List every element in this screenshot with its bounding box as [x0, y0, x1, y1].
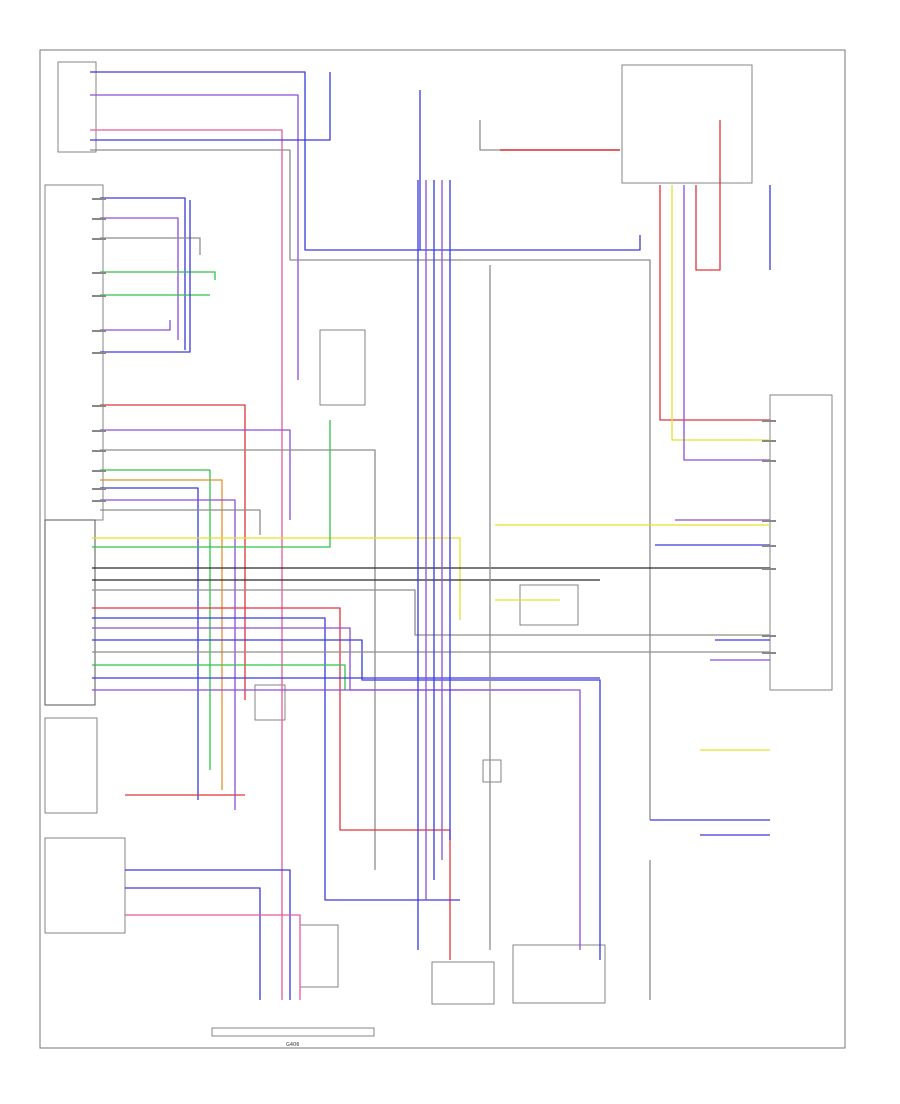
diagram-border — [39, 49, 846, 1049]
pin-stub-0 — [92, 198, 106, 200]
wire-violet-cs-2 — [100, 320, 171, 331]
pin-stub-11 — [92, 488, 106, 490]
ground-label: G406 — [286, 1042, 299, 1048]
fuse-block-top-left — [57, 61, 97, 153]
pin-stub-2 — [92, 238, 106, 240]
wire-gray-mid-2 — [100, 509, 261, 535]
pin-stub-6 — [92, 352, 106, 354]
engine-ecu-connector — [431, 961, 495, 1005]
pin-stub-7 — [92, 405, 106, 407]
wire-violet-mid-1 — [100, 429, 291, 520]
wire-violet-cs-1 — [100, 217, 179, 340]
wire-red-right-2 — [695, 120, 721, 271]
cruise-control-ecu — [44, 519, 96, 706]
pin-stub-8 — [92, 430, 106, 432]
pin-stub-1 — [92, 218, 106, 220]
wire-blue-actuator-2 — [125, 887, 261, 1000]
pin-stub-13 — [762, 420, 776, 422]
wire-red-ecu — [92, 607, 451, 960]
clutch-switch-box — [44, 717, 98, 814]
cancel-switch — [519, 584, 579, 626]
wire-red-mid-1 — [100, 404, 246, 700]
wire-violet-mid-2 — [100, 499, 236, 810]
shift-lock-relay — [319, 329, 366, 406]
wire-green-ecu — [92, 420, 331, 548]
pin-stub-4 — [92, 295, 106, 297]
wire-gray-ecu-1 — [92, 589, 770, 636]
wire-gray-top — [90, 149, 651, 820]
wire-gray-mid-1 — [100, 449, 376, 870]
wire-green-cs-1 — [100, 271, 216, 280]
wire-layer — [90, 71, 771, 1000]
wire-blue-ecu-1 — [92, 617, 460, 901]
wire-blue-mid-1 — [100, 487, 199, 800]
wire-yellow-right — [671, 185, 770, 441]
wire-blue-actuator-1 — [125, 869, 291, 1000]
pin-stub-15 — [762, 460, 776, 462]
pin-stub-14 — [762, 440, 776, 442]
wire-violet-ecu-1 — [92, 627, 581, 950]
pin-stub-9 — [92, 450, 106, 452]
actuator-box — [44, 837, 126, 934]
wire-orange-mid-1 — [100, 479, 223, 790]
component-boxes — [44, 61, 833, 1037]
pin-stub-5 — [92, 330, 106, 332]
wire-blue-ecu-2 — [92, 639, 601, 960]
wire-blue-top-2 — [90, 72, 331, 141]
ecu-right — [769, 394, 833, 691]
pin-stub-12 — [92, 500, 106, 502]
wire-violet-right — [683, 185, 770, 461]
wire-yellow-ecu — [92, 537, 461, 620]
pin-stub-16 — [762, 520, 776, 522]
wire-pink-actuator — [125, 914, 301, 1000]
speed-sensor — [482, 759, 502, 783]
label-layer — [92, 198, 776, 654]
pin-stub-10 — [92, 470, 106, 472]
wire-violet-top-1 — [90, 94, 299, 380]
ground-bar — [211, 1027, 375, 1037]
wire-pink-top — [90, 129, 283, 1000]
pin-stub-18 — [762, 568, 776, 570]
wire-green-ecu-2 — [92, 664, 346, 690]
wire-gray-center-1 — [479, 120, 620, 151]
wire-blue-top-1 — [90, 71, 641, 251]
cruise-actuator-connector — [512, 944, 606, 1004]
throttle-sensor-box — [299, 924, 339, 988]
pin-stub-20 — [762, 652, 776, 654]
pin-stub-3 — [92, 272, 106, 274]
wire-blue-cs-1 — [100, 197, 186, 350]
wire-green-mid-1 — [100, 469, 211, 770]
pin-stub-19 — [762, 635, 776, 637]
wire-gray-cs-1 — [100, 237, 201, 255]
wire-blue-cs-2 — [100, 200, 191, 353]
pin-stub-17 — [762, 545, 776, 547]
wire-red-right-1 — [659, 185, 770, 421]
stop-lamp-switch — [254, 684, 286, 721]
relay-box-top-right — [621, 64, 753, 184]
